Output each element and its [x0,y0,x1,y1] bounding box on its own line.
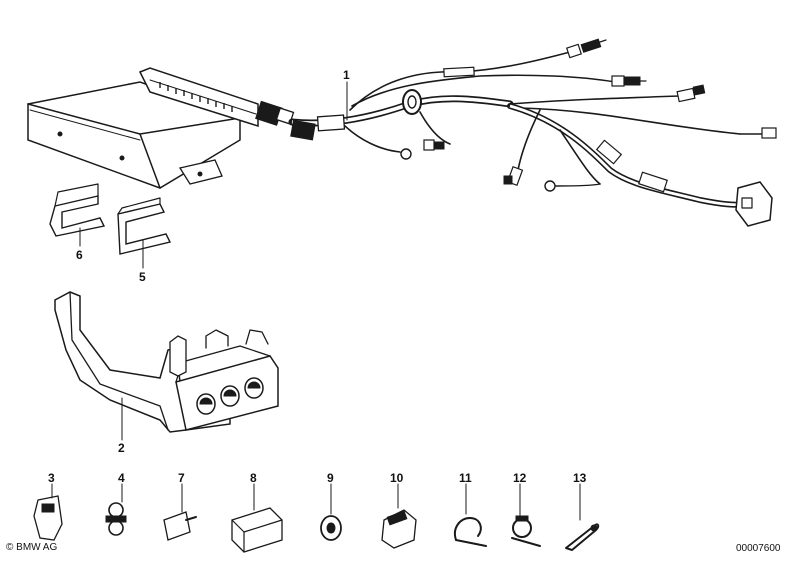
bracket-5[interactable] [117,197,172,269]
part-12-cable-clip[interactable] [511,483,541,547]
diagram-number: 00007600 [736,543,781,554]
mounting-bracket-2[interactable] [54,291,279,441]
part-11-cable-clip[interactable] [454,483,487,547]
part-10-clamp[interactable] [381,483,417,549]
callout-6: 6 [76,248,83,262]
callout-10: 10 [390,471,404,485]
part-3-clip[interactable] [33,483,63,541]
callout-11: 11 [459,471,472,485]
callout-12: 12 [513,471,527,485]
callout-3: 3 [48,471,55,485]
callout-13: 13 [573,471,587,485]
copyright-label: © BMW AG [6,542,58,553]
control-unit[interactable] [27,67,295,189]
callout-5: 5 [139,270,146,284]
callout-7: 7 [178,471,185,485]
callout-9: 9 [327,471,334,485]
callout-4: 4 [118,471,125,485]
bracket-6[interactable] [49,183,106,247]
callout-1: 1 [343,68,350,82]
part-13-strap[interactable] [565,483,600,551]
part-9-grommet[interactable] [320,483,342,541]
part-7-stud-plate[interactable] [163,483,197,541]
callout-8: 8 [250,471,257,485]
wiring-harness[interactable] [288,38,777,227]
part-8-holder[interactable] [231,483,283,553]
callout-2: 2 [118,441,125,455]
part-4-double-clip[interactable] [105,483,127,536]
